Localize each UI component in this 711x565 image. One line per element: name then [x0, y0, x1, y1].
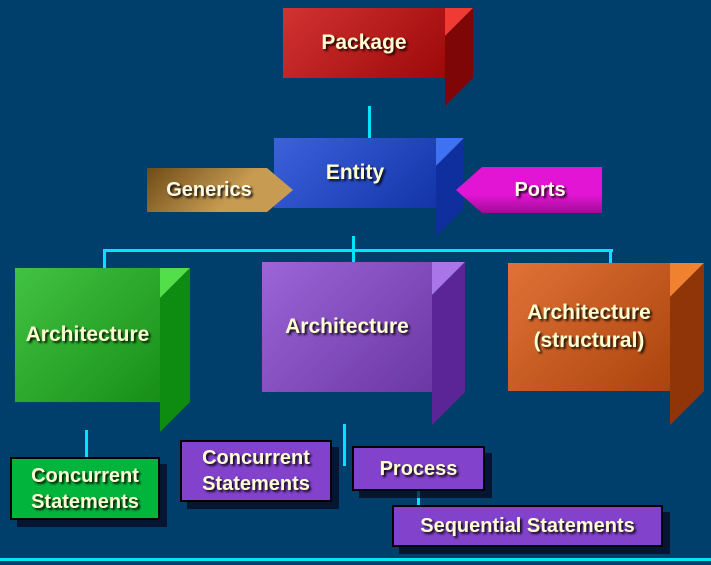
architecture-middle-label: Architecture [285, 314, 409, 338]
architecture-left-box: Architecture [15, 268, 190, 432]
architecture-middle-front-face: Architecture [262, 262, 432, 392]
connector-purple-children [343, 424, 346, 466]
entity-label: Entity [325, 160, 385, 184]
sequential-statements-tag: Sequential Statements [392, 505, 663, 547]
concurrent-middle-line2: Statements [202, 473, 310, 495]
package-label: Package [321, 30, 407, 54]
concurrent-statements-middle-tag: Concurrent Statements [180, 440, 332, 502]
architecture-right-label-line2: (structural) [533, 329, 645, 352]
process-tag: Process [352, 446, 485, 491]
generics-arrow: Generics [147, 168, 293, 212]
architecture-right-front-face: Architecture (structural) [508, 263, 670, 391]
architecture-left-label: Architecture [25, 322, 150, 346]
connector-entity-stub [352, 236, 355, 251]
concurrent-middle-line1: Concurrent [202, 447, 310, 469]
connector-process-sequential [417, 490, 420, 508]
connector-drop-middle [352, 249, 355, 265]
architecture-left-front-face: Architecture [15, 268, 160, 402]
bottom-border-line [0, 558, 711, 561]
connector-horizontal-bus [103, 249, 613, 252]
ports-label: Ports [514, 178, 566, 201]
entity-box-front-face: Entity [274, 138, 436, 208]
concurrent-left-line1: Concurrent [31, 464, 139, 487]
process-label: Process [379, 457, 458, 480]
architecture-middle-box: Architecture [262, 262, 465, 425]
package-box-front-face: Package [283, 8, 445, 78]
package-box: Package [283, 8, 473, 106]
ports-arrow: Ports [456, 167, 602, 213]
entity-box: Entity [274, 138, 464, 236]
concurrent-statements-left-tag: Concurrent Statements [10, 457, 160, 520]
connector-green-concurrent [85, 430, 88, 460]
sequential-label: Sequential Statements [420, 515, 635, 537]
connector-package-entity [368, 106, 371, 139]
concurrent-left-line2: Statements [31, 490, 139, 513]
architecture-right-label-line1: Architecture [527, 300, 651, 324]
architecture-right-box: Architecture (structural) [508, 263, 704, 425]
generics-label: Generics [166, 178, 252, 201]
